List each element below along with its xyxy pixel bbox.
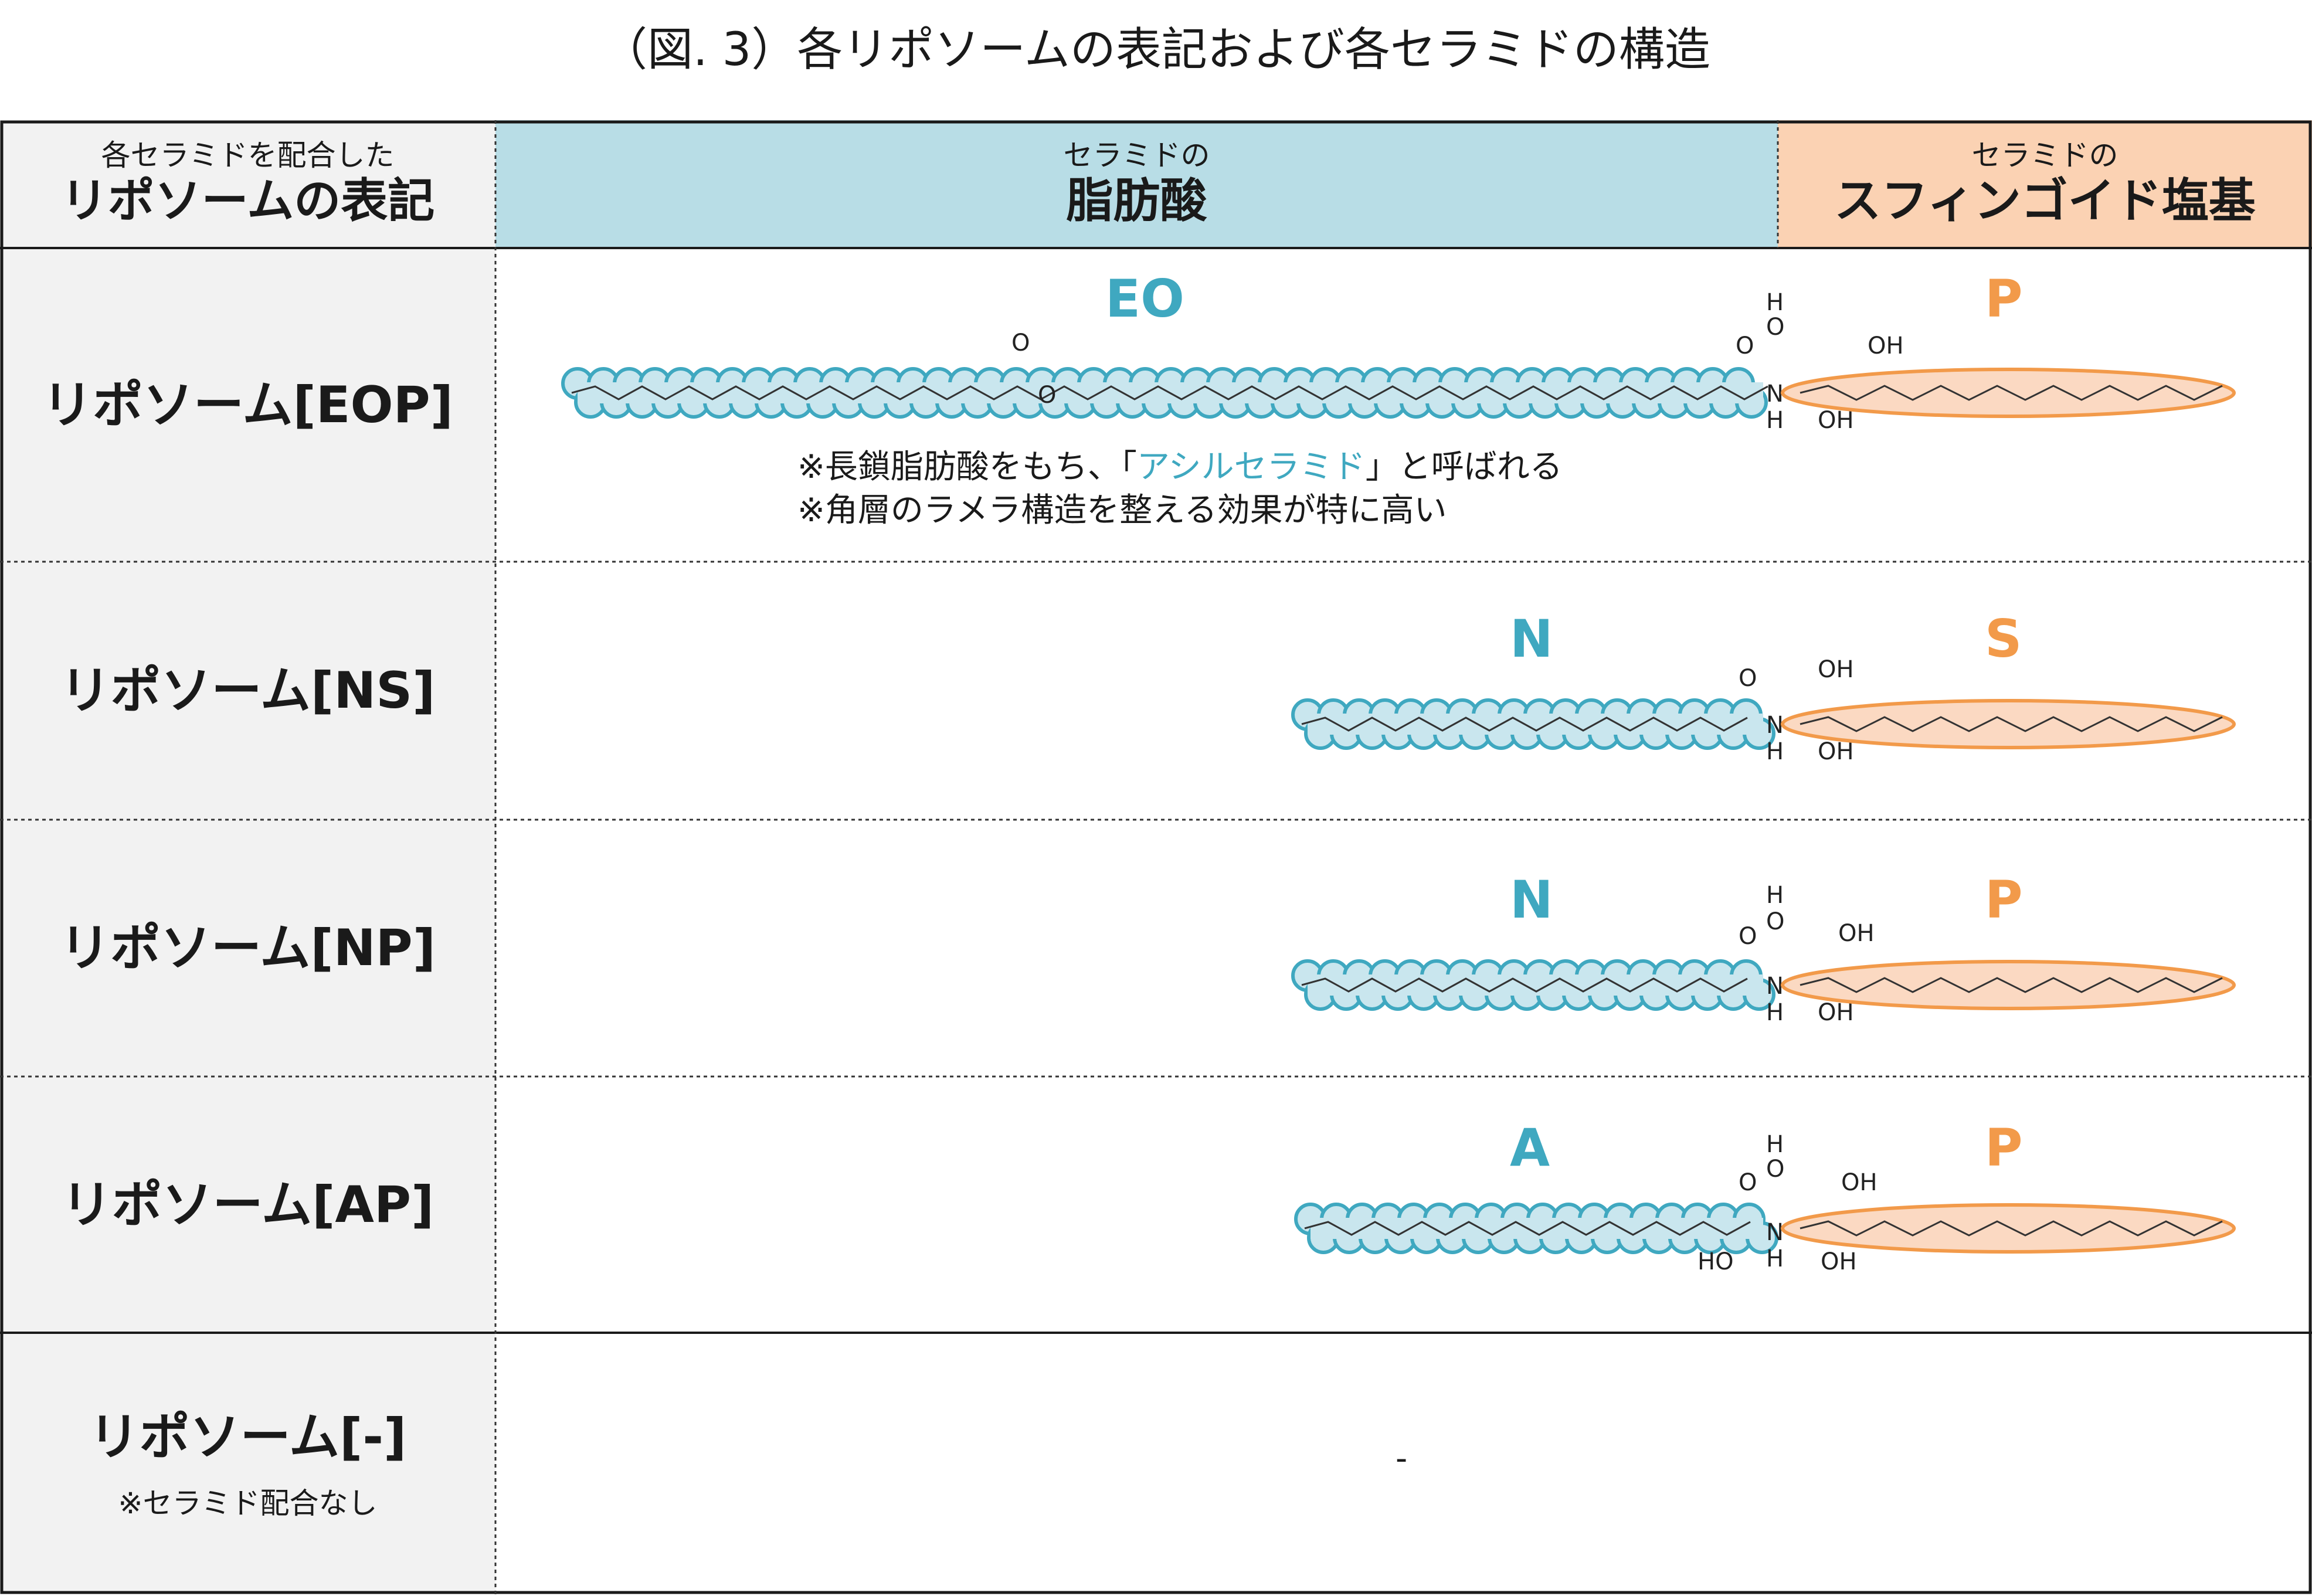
row-label-np: リポソーム[NP] bbox=[0, 820, 495, 1077]
ap-oh-bottom: OH bbox=[1821, 1248, 1857, 1275]
ester-oxygen: O bbox=[1038, 382, 1056, 409]
ap-amide-h: H bbox=[1766, 1245, 1784, 1272]
ap-alpha-ho: HO bbox=[1697, 1248, 1734, 1275]
np-carbonyl-o: O bbox=[1739, 923, 1757, 950]
ns-amide-n: N bbox=[1766, 712, 1784, 739]
liposome-np-label: リポソーム[NP] bbox=[59, 919, 436, 977]
ap-sphingoid-ellipse bbox=[1781, 1203, 2236, 1254]
eop-notes: ※長鎖脂肪酸をもち、「アシルセラミド」と呼ばれる ※角層のラメラ構造を整える効果… bbox=[797, 446, 1563, 532]
eop-fatty-acid-chain bbox=[561, 367, 1768, 419]
ns-oh-top: OH bbox=[1818, 656, 1854, 683]
no-ceramide-content: - bbox=[1396, 1439, 1408, 1478]
ceramide-table: 各セラミドを配合した リポソームの表記 セラミドの 脂肪酸 セラミドの スフィン… bbox=[0, 120, 2312, 1595]
liposome-ns-label: リポソーム[NS] bbox=[60, 661, 436, 720]
np-sphingoid-code: P bbox=[1985, 870, 2023, 930]
eop-sphingoid-ellipse bbox=[1781, 368, 2236, 418]
header-sphingoid-base-sub: セラミドの bbox=[1971, 138, 2119, 172]
eop-oh-top: OH bbox=[1868, 332, 1904, 359]
ns-carbonyl-o: O bbox=[1739, 665, 1757, 692]
header-sphingoid-base-main: スフィンゴイド塩基 bbox=[1834, 174, 2256, 228]
ap-sphingoid-code: P bbox=[1985, 1118, 2023, 1178]
np-oh-top: OH bbox=[1838, 920, 1875, 947]
liposome-ap-label: リポソーム[AP] bbox=[61, 1175, 434, 1234]
liposome-eop-label: リポソーム[EOP] bbox=[42, 375, 453, 434]
ap-fatty-acid-code: A bbox=[1510, 1118, 1550, 1178]
eop-sphingoid-code: P bbox=[1985, 269, 2023, 329]
ap-carbonyl-o: O bbox=[1739, 1169, 1757, 1196]
eop-amide-h: H bbox=[1766, 407, 1784, 434]
row-label-ns: リポソーム[NS] bbox=[0, 562, 495, 820]
eop-note-acylceramide: ※長鎖脂肪酸をもち、「アシルセラミド」と呼ばれる bbox=[797, 446, 1563, 489]
fatty-acid-band bbox=[1308, 974, 1763, 996]
eop-hydroxyl-o: O bbox=[1766, 314, 1784, 341]
ap-amide-n: N bbox=[1766, 1219, 1784, 1246]
np-sphingoid-chain bbox=[1800, 977, 2223, 993]
ap-oh-top: OH bbox=[1841, 1169, 1878, 1196]
ns-sphingoid-chain bbox=[1800, 716, 2223, 732]
np-oh-bottom: OH bbox=[1818, 999, 1854, 1026]
row-label-ap: リポソーム[AP] bbox=[0, 1077, 495, 1333]
np-fatty-acid-chain bbox=[1291, 959, 1775, 1011]
liposome-none-label: リポソーム[-] bbox=[89, 1407, 407, 1466]
ap-hydroxyl-o: O bbox=[1766, 1156, 1784, 1183]
ap-fatty-acid-chain bbox=[1294, 1203, 1778, 1254]
ns-oh-bottom: OH bbox=[1818, 738, 1854, 765]
eop-fa-skeleton bbox=[571, 385, 1768, 400]
note-line1-prefix: ※長鎖脂肪酸をもち、「 bbox=[797, 448, 1137, 486]
eop-hydroxyl-h: H bbox=[1766, 289, 1784, 316]
fatty-acid-band bbox=[1311, 1218, 1763, 1239]
row-label-none: リポソーム[-] ※セラミド配合なし bbox=[0, 1333, 495, 1594]
ap-hydroxyl-h: H bbox=[1766, 1131, 1784, 1158]
np-amide-h: H bbox=[1766, 999, 1784, 1026]
table-grid bbox=[0, 120, 2312, 1595]
row-label-eop: リポソーム[EOP] bbox=[0, 248, 495, 562]
header-fatty-acid-sub: セラミドの bbox=[1063, 138, 1210, 172]
np-sphingoid-ellipse bbox=[1781, 960, 2236, 1010]
amide-carbonyl-o: O bbox=[1736, 332, 1754, 359]
eop-sphingoid-chain bbox=[1800, 385, 2223, 401]
np-hydroxyl-h: H bbox=[1766, 882, 1784, 909]
header-liposome-main: リポソームの表記 bbox=[60, 174, 435, 228]
eop-note-lamellar: ※角層のラメラ構造を整える効果が特に高い bbox=[797, 491, 1447, 529]
ns-sphingoid-code: S bbox=[1985, 609, 2022, 669]
header-sphingoid-base: セラミドの スフィンゴイド塩基 bbox=[1778, 120, 2312, 248]
fatty-acid-band bbox=[1308, 714, 1763, 735]
ns-fa-skeleton bbox=[1301, 716, 1748, 732]
eop-fatty-acid-code: EO bbox=[1105, 269, 1184, 329]
note-line1-suffix: 」と呼ばれる bbox=[1365, 448, 1563, 486]
acylceramide-term: アシルセラミド bbox=[1136, 448, 1366, 486]
ester-carbonyl-o: O bbox=[1011, 330, 1030, 356]
eop-amide-n: N bbox=[1766, 381, 1784, 408]
header-fatty-acid: セラミドの 脂肪酸 bbox=[495, 120, 1778, 248]
np-amide-n: N bbox=[1766, 973, 1784, 1000]
header-liposome-notation: 各セラミドを配合した リポソームの表記 bbox=[0, 120, 495, 248]
np-fa-skeleton bbox=[1301, 977, 1748, 993]
ns-fatty-acid-chain bbox=[1291, 698, 1775, 750]
ap-sphingoid-chain bbox=[1800, 1220, 2223, 1237]
no-ceramide-note: ※セラミド配合なし bbox=[118, 1486, 378, 1520]
eop-oh-bottom: OH bbox=[1818, 407, 1854, 434]
ap-fa-skeleton bbox=[1304, 1221, 1751, 1236]
header-liposome-sub: 各セラミドを配合した bbox=[101, 138, 395, 172]
ns-sphingoid-ellipse bbox=[1781, 699, 2236, 749]
np-fatty-acid-code: N bbox=[1510, 870, 1553, 930]
figure-title: （図. 3）各リポソームの表記および各セラミドの構造 bbox=[602, 23, 1710, 76]
np-hydroxyl-o: O bbox=[1766, 908, 1784, 935]
ns-fatty-acid-code: N bbox=[1510, 609, 1553, 669]
ns-amide-h: H bbox=[1766, 738, 1784, 765]
header-fatty-acid-main: 脂肪酸 bbox=[1066, 174, 1207, 228]
